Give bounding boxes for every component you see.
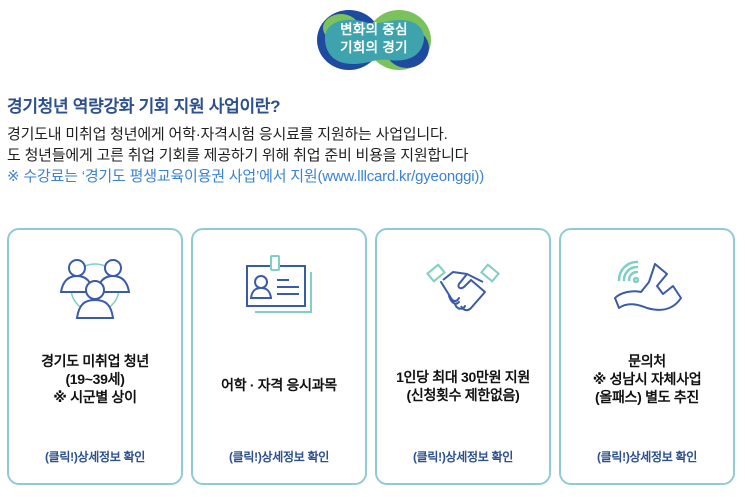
card-title: 어학 · 자격 응시과목 xyxy=(193,376,365,394)
info-cards: 경기도 미취업 청년 (19~39세) ※ 시군별 상이 (클릭!)상세정보 확… xyxy=(7,228,737,485)
phone-icon xyxy=(614,260,682,311)
id-card-icon xyxy=(246,255,312,313)
description-line-1: 경기도내 미취업 청년에게 어학·자격시험 응시료를 지원하는 사업입니다. xyxy=(7,126,448,143)
card-title-line: ※ 시군별 상이 xyxy=(53,389,137,405)
logo-line-1: 변화의 중심 xyxy=(340,22,408,37)
card-title-line: ※ 성남시 자체사업 xyxy=(592,371,702,387)
details-link[interactable]: (클릭!)상세정보 확인 xyxy=(596,450,698,464)
card-title-line: 경기도 미취업 청년 xyxy=(41,353,149,369)
card-title-line: 어학 · 자격 응시과목 xyxy=(221,377,337,393)
card-contact[interactable]: 문의처 ※ 성남시 자체사업 (올패스) 별도 추진 (클릭!)상세정보 확인 xyxy=(559,228,735,485)
handshake-icon xyxy=(426,263,500,312)
group-people-icon xyxy=(59,259,131,319)
card-title-line: 1인당 최대 30만원 지원 xyxy=(396,369,530,385)
card-support-amount[interactable]: 1인당 최대 30만원 지원 (신청횟수 제한없음) (클릭!)상세정보 확인 xyxy=(375,228,551,485)
card-title-line: (신청횟수 제한없음) xyxy=(406,387,520,403)
card-title-line: (19~39세) xyxy=(65,371,125,387)
gyeonggi-logo: 변화의 중심 기회의 경기 xyxy=(315,8,433,72)
details-link[interactable]: (클릭!)상세정보 확인 xyxy=(228,450,330,464)
logo-blob-icon xyxy=(317,10,431,70)
card-title: 1인당 최대 30만원 지원 (신청횟수 제한없음) xyxy=(377,368,549,404)
section-heading: 경기청년 역량강화 기회 지원 사업이란? xyxy=(7,97,281,116)
card-title-line: (올패스) 별도 추진 xyxy=(595,389,699,405)
card-eligibility[interactable]: 경기도 미취업 청년 (19~39세) ※ 시군별 상이 (클릭!)상세정보 확… xyxy=(7,228,183,485)
description-line-2: 도 청년들에게 고른 취업 기회를 제공하기 위해 취업 준비 비용을 지원합니… xyxy=(7,147,469,164)
card-title: 경기도 미취업 청년 (19~39세) ※ 시군별 상이 xyxy=(9,352,181,406)
logo-line-2: 기회의 경기 xyxy=(340,40,408,55)
description: 경기도내 미취업 청년에게 어학·자격시험 응시료를 지원하는 사업입니다. 도… xyxy=(7,124,484,187)
details-link[interactable]: (클릭!)상세정보 확인 xyxy=(412,450,514,464)
card-subjects[interactable]: 어학 · 자격 응시과목 (클릭!)상세정보 확인 xyxy=(191,228,367,485)
card-title: 문의처 ※ 성남시 자체사업 (올패스) 별도 추진 xyxy=(561,352,733,406)
tuition-note: ※ 수강료는 ‘경기도 평생교육이용권 사업’에서 지원(www.lllcard… xyxy=(7,168,484,185)
details-link[interactable]: (클릭!)상세정보 확인 xyxy=(44,450,146,464)
card-title-line: 문의처 xyxy=(628,353,666,369)
